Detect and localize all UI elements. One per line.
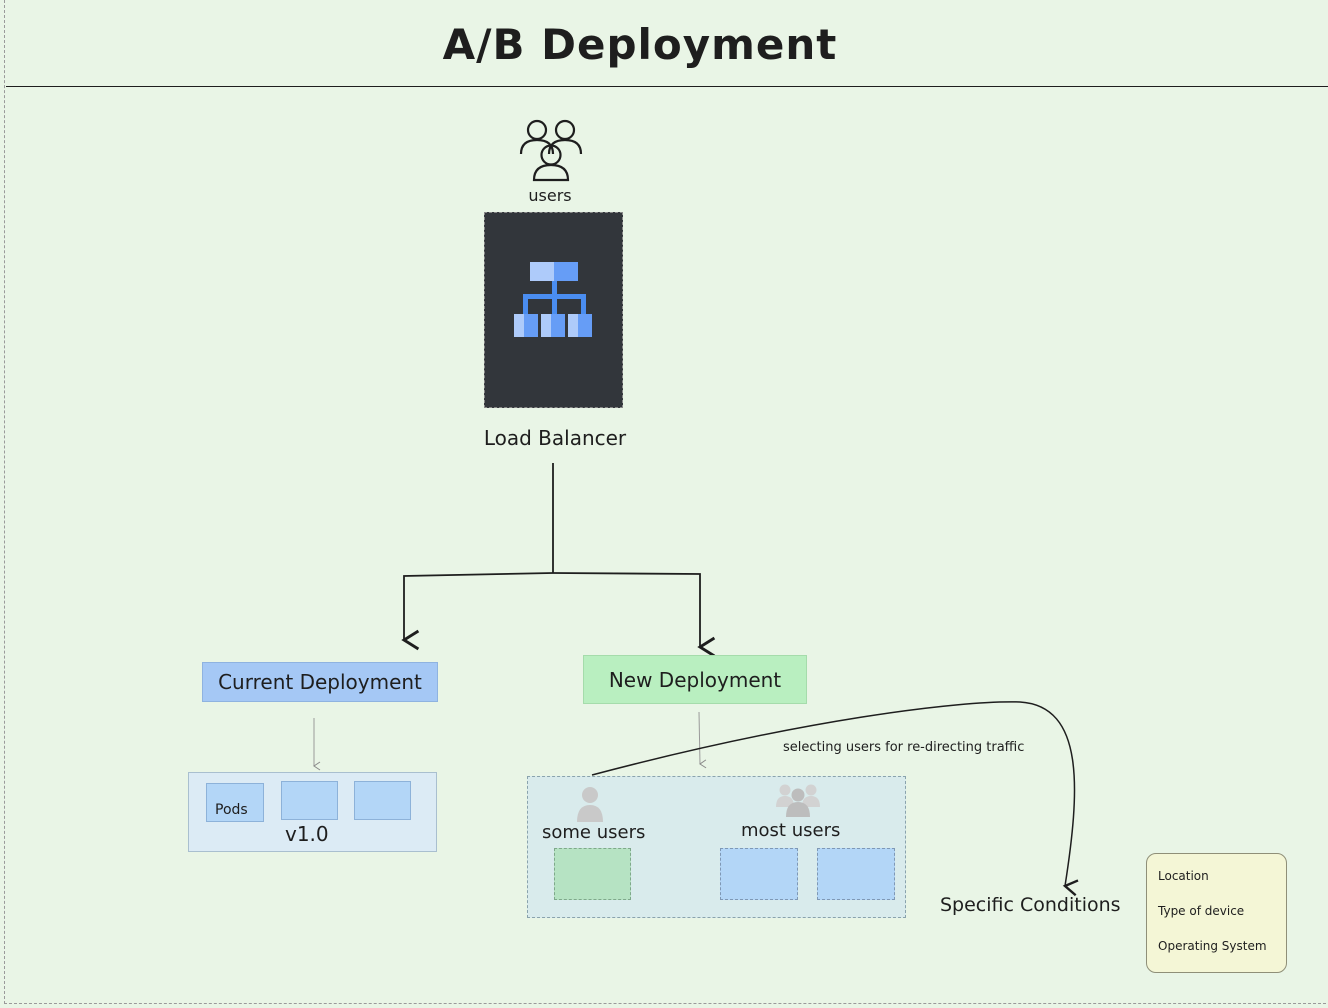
user-group-icon bbox=[775, 783, 821, 817]
load-balancer-box[interactable] bbox=[484, 212, 623, 408]
condition-device-type: Type of device bbox=[1158, 904, 1245, 918]
single-user-icon bbox=[575, 786, 605, 822]
old-version-pod-2[interactable] bbox=[817, 848, 895, 900]
condition-location: Location bbox=[1158, 869, 1209, 883]
new-version-pod[interactable] bbox=[554, 848, 631, 900]
some-users-label: some users bbox=[542, 822, 646, 843]
version-label: v1.0 bbox=[285, 822, 329, 846]
load-balancer-label: Load Balancer bbox=[483, 426, 627, 450]
users-group-icon bbox=[517, 118, 585, 184]
diagram-title: A/B Deployment bbox=[442, 20, 838, 69]
specific-conditions-label: Specific Conditions bbox=[940, 894, 1121, 916]
pod-1[interactable] bbox=[206, 783, 264, 822]
most-users-label: most users bbox=[741, 820, 841, 841]
condition-operating-system: Operating System bbox=[1158, 939, 1267, 953]
old-version-pod-1[interactable] bbox=[720, 848, 798, 900]
pods-label: Pods bbox=[215, 802, 248, 818]
load-balancer-hierarchy-icon bbox=[512, 260, 596, 342]
new-deployment-label: New Deployment bbox=[608, 667, 782, 692]
users-label: users bbox=[528, 186, 572, 205]
current-deployment-label: Current Deployment bbox=[218, 670, 422, 694]
selecting-users-annotation: selecting users for re-directing traffic bbox=[783, 740, 1025, 755]
conditions-box[interactable] bbox=[1146, 853, 1287, 973]
pod-2[interactable] bbox=[281, 781, 338, 820]
new-deployment-box[interactable]: New Deployment bbox=[583, 655, 807, 704]
current-deployment-box[interactable]: Current Deployment bbox=[202, 662, 438, 702]
pod-3[interactable] bbox=[354, 781, 411, 820]
title-divider bbox=[6, 86, 1328, 87]
